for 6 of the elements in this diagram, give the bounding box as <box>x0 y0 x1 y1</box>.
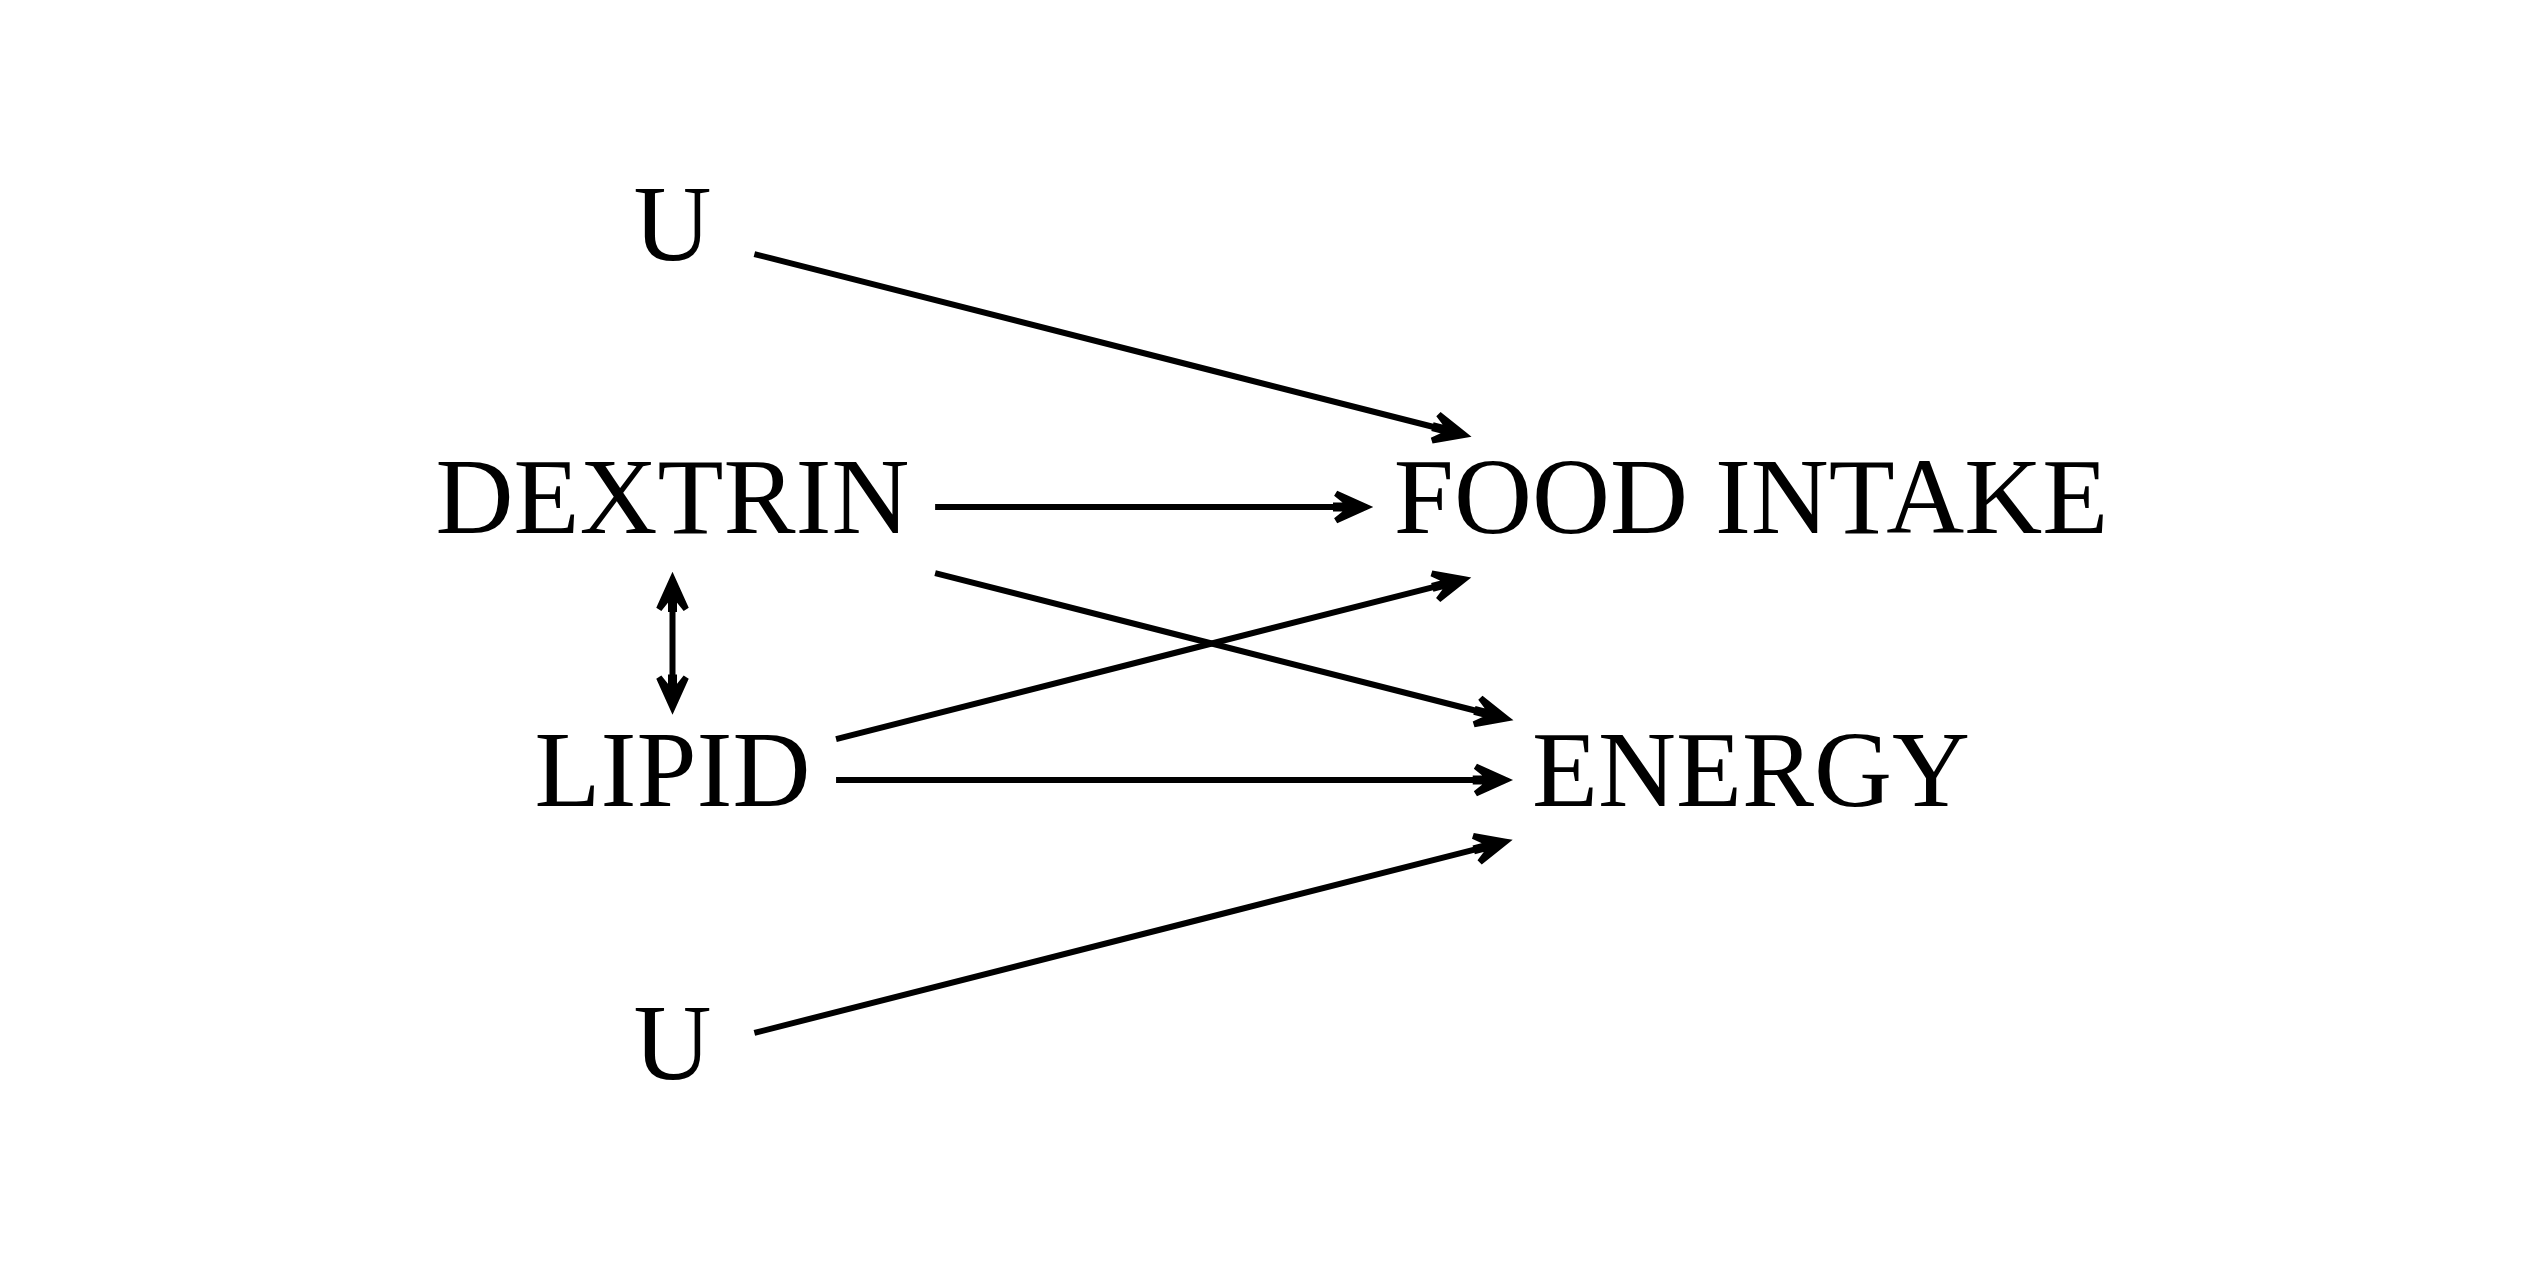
node-text: U <box>633 982 712 1102</box>
node-text: LIPID <box>534 709 811 829</box>
node-text: U <box>633 163 712 283</box>
node-text: DEXTRIN <box>435 436 910 556</box>
node-text: ENERGY <box>1532 709 1970 829</box>
node-text: FOOD INTAKE <box>1393 436 2109 556</box>
